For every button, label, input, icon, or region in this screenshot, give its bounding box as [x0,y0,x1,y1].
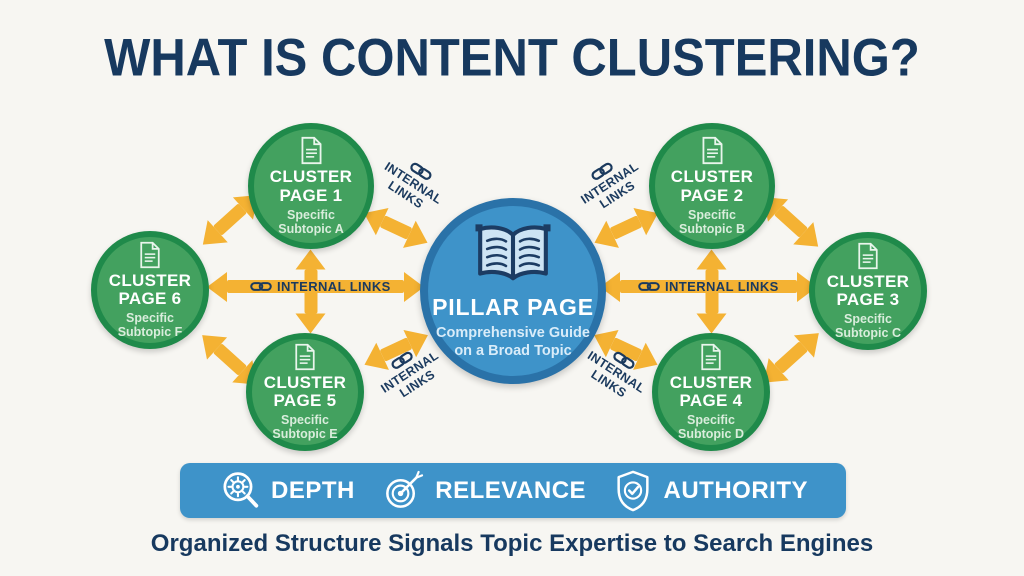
cluster-page-2-node: CLUSTER PAGE 2 Specific Subtopic B [649,123,775,249]
tagline: Organized Structure Signals Topic Expert… [150,530,874,557]
chain-link-icon [250,282,272,291]
benefit-depth-label: DEPTH [271,476,355,504]
internal-links-label-bottom-left: INTERNAL LINKS [378,348,442,401]
chain-link-icon [391,351,413,369]
document-icon [702,137,722,165]
arrow-cluster6-cluster5 [213,343,247,376]
chain-link-icon [638,282,660,291]
arrow-pillar-cluster2 [609,215,643,240]
shield-check-icon [616,470,649,511]
target-dart-icon [386,470,424,508]
internal-links-label-top-left: INTERNAL LINKS [381,159,445,212]
arrow-cluster2-cluster3 [774,205,808,238]
benefit-depth: DEPTH [218,470,355,512]
arrow-cluster6-cluster1 [213,203,247,236]
internal-links-label-right: INTERNAL LINKS [638,279,779,294]
arrow-cluster4-cluster3 [774,341,808,374]
page-title: WHAT IS CONTENT CLUSTERING? [104,28,920,88]
document-icon [858,242,878,269]
pillar-page-node: PILLAR PAGE Comprehensive Guide on a Bro… [420,198,606,384]
cluster-page-6-node: CLUSTER PAGE 6 Specific Subtopic F [91,231,209,349]
document-icon [140,241,160,268]
arrow-cluster1-pillar [379,215,413,240]
document-icon [295,343,315,370]
chain-link-icon [591,162,613,180]
cluster-page-4-node: CLUSTER PAGE 4 Specific Subtopic D [652,333,770,451]
pillar-title: PILLAR PAGE [432,293,594,320]
benefit-relevance: RELEVANCE [381,469,586,512]
benefit-authority-label: AUTHORITY [663,476,808,504]
document-icon [701,343,721,370]
benefits-bar: DEPTH RELEVANCE AUTHORITY [180,463,846,518]
internal-links-label-bottom-right: INTERNAL LINKS [584,348,648,401]
internal-links-label-top-right: INTERNAL LINKS [578,159,642,212]
cluster-page-5-node: CLUSTER PAGE 5 Specific Subtopic E [246,333,364,451]
benefit-authority: AUTHORITY [613,469,809,513]
pillar-subtitle: Comprehensive Guide on a Broad Topic [436,324,590,359]
document-icon [301,137,321,165]
cluster-page-3-node: CLUSTER PAGE 3 Specific Subtopic C [809,232,927,350]
cluster-page-1-node: CLUSTER PAGE 1 Specific Subtopic A [248,123,374,249]
chain-link-icon [410,162,432,180]
open-book-icon [475,224,551,281]
chain-link-icon [613,351,635,369]
internal-links-label-left: INTERNAL LINKS [250,279,391,294]
magnifier-gear-icon [223,471,259,508]
benefit-relevance-label: RELEVANCE [435,476,587,504]
